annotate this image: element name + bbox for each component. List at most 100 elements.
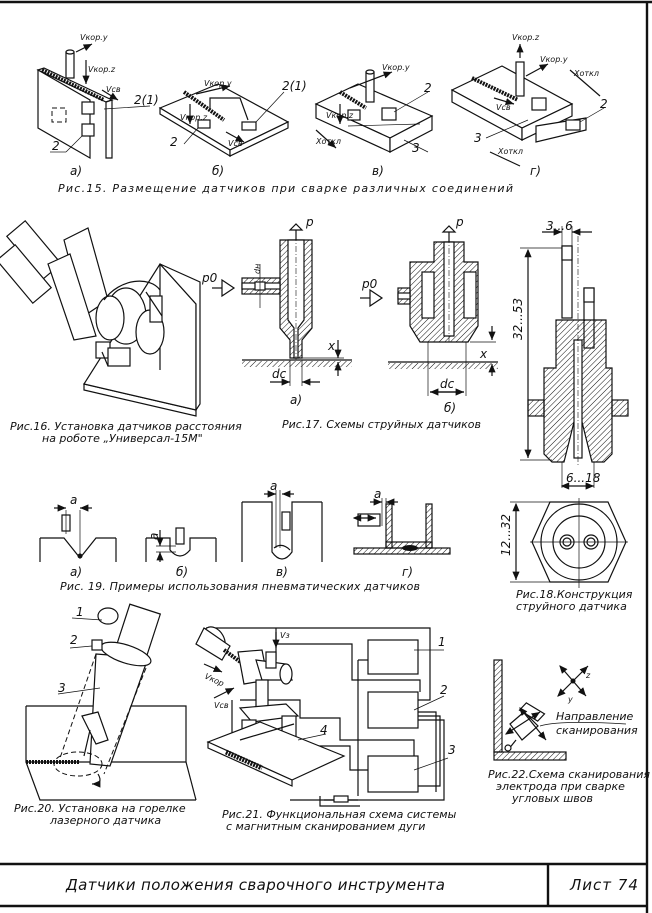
fig17b-dc: dc	[440, 377, 455, 391]
fig15a-drawing	[36, 43, 151, 160]
fig22-axis-z: z	[585, 671, 591, 680]
fig20-caption-line1: Рис.20. Установка на горелке	[14, 802, 186, 815]
fig21-vz: Vз	[280, 631, 290, 640]
fig15a-callout-2-1: 2(1)	[134, 93, 159, 107]
fig15a-vkory: Vкор.y	[80, 33, 108, 42]
fig21-callout-1: 1	[438, 635, 446, 649]
sheet-title: Датчики положения сварочного инструмента	[65, 876, 446, 894]
fig16-caption-line2: на роботе „Универсал-15М"	[42, 432, 203, 445]
fig15d-xotkl-top: Xоткл	[573, 69, 599, 78]
fig19a-dim: a	[70, 493, 77, 507]
fig15c-xotkl: Xоткл	[315, 137, 341, 146]
fig17a-p: p	[305, 215, 314, 229]
fig17b-label: б)	[444, 401, 456, 415]
fig15a-vsv: Vсв	[106, 85, 121, 94]
fig20-torch-drawing	[25, 603, 197, 801]
fig18: 3...6 32...53 6...18 12...32 Рис.18.Конс…	[499, 219, 633, 613]
fig20-callout-1: 1	[76, 605, 84, 619]
fig18-dim-hex: 12...32	[499, 514, 513, 556]
fig15c-label: в)	[372, 164, 384, 178]
fig16-caption-line1: Рис.16. Установка датчиков расстояния	[10, 420, 242, 433]
fig21-vkor: Vкор	[203, 672, 225, 689]
fig15c-vkory: Vкор.y	[382, 63, 410, 72]
fig22-scheme-drawing	[493, 659, 627, 761]
fig15a-callout-2: 2	[52, 139, 60, 153]
fig21-vsv: Vсв	[214, 701, 229, 710]
fig15b-label: б)	[212, 164, 224, 178]
fig15d-vsv: Vсв	[496, 103, 511, 112]
fig15d-label: г)	[530, 164, 541, 178]
fig18-section-drawing	[520, 226, 629, 490]
fig15d-vkorz: Vкор.z	[512, 33, 540, 42]
fig21: Vз Vкор Vсв 1 2 3 4 Рис.21. Функциональн…	[195, 626, 457, 833]
fig22-annotation-line2: сканирования	[556, 724, 638, 737]
fig19c-label: в)	[276, 565, 288, 579]
fig15a-vkorz: Vкор.z	[88, 65, 116, 74]
fig20-callout-3: 3	[58, 681, 66, 695]
fig17a-p0: p0	[201, 271, 218, 285]
fig15c-callout-3: 3	[412, 141, 420, 155]
fig15b-drawing	[158, 83, 290, 158]
fig22-axis-y: y	[567, 695, 573, 704]
fig21-block-1	[367, 639, 419, 675]
fig17b-p: p	[455, 215, 464, 229]
fig20-callout-2: 2	[70, 633, 78, 647]
fig15d-callout-2: 2	[600, 97, 608, 111]
fig16: Рис.16. Установка датчиков расстояния на…	[0, 219, 242, 445]
fig19d-dim: a	[374, 487, 381, 501]
fig19c-drawing	[241, 490, 323, 562]
fig15d-xotkl-bottom: Xоткл	[497, 147, 523, 156]
fig17b-x: x	[479, 347, 488, 361]
fig17a-dn: dн	[253, 264, 262, 274]
fig19b-label: б)	[176, 565, 188, 579]
fig18-caption-line2: струйного датчика	[516, 600, 627, 613]
fig21-callout-4: 4	[320, 723, 328, 737]
fig21-block-2	[367, 691, 419, 729]
fig22-caption-line2: электрода при сварке	[496, 780, 625, 793]
fig15: Vкор.y Vкор.z Vсв 2(1) 2 а) Vкор.y Vкор.…	[36, 33, 608, 195]
fig17a-drawing	[212, 223, 352, 386]
fig15b-callout-2-1: 2(1)	[282, 79, 307, 93]
sheet-number: Лист 74	[569, 876, 639, 894]
fig15b-vsv: Vсв	[228, 139, 243, 148]
fig15d-vkory: Vкор.y	[540, 55, 568, 64]
fig16-robot-drawing	[0, 219, 201, 417]
fig21-callout-3: 3	[448, 743, 456, 757]
fig17a-dc: dc	[272, 367, 287, 381]
fig19b-dim: a	[147, 533, 161, 540]
fig17a-label: а)	[290, 393, 302, 407]
fig19c-dim: a	[270, 479, 277, 493]
fig22-annotation-line1: Направление	[556, 710, 634, 723]
fig17-caption: Рис.17. Схемы струйных датчиков	[282, 418, 481, 431]
fig21-caption-line2: с магнитным сканированием дуги	[226, 820, 425, 833]
fig18-dim-bottom: 6...18	[566, 471, 601, 485]
fig21-scheme-drawing	[195, 626, 449, 807]
fig19: a а) a б) a в)	[39, 479, 451, 593]
fig17a-x: x	[327, 339, 336, 353]
fig15b-vkory: Vкор.y	[204, 79, 232, 88]
fig21-callout-2: 2	[440, 683, 448, 697]
fig22-caption-line3: угловых швов	[511, 792, 593, 805]
fig15c-vkorz: Vкор.z	[326, 111, 354, 120]
fig21-block-3	[367, 755, 419, 793]
fig17b-p0: p0	[361, 277, 378, 291]
fig18-dim-top: 3...6	[546, 219, 573, 233]
fig15b-vkorz: Vкор.z	[180, 113, 208, 122]
fig15d-drawing	[450, 44, 605, 167]
fig21-caption-line1: Рис.21. Функциональная схема системы	[222, 808, 457, 821]
fig19-caption: Рис. 19. Примеры использования пневматич…	[60, 580, 420, 593]
fig19b-drawing	[145, 527, 217, 562]
fig19a-drawing	[39, 504, 117, 562]
fig15c-drawing	[314, 69, 434, 153]
fig15a-label: а)	[70, 164, 82, 178]
fig15-caption: Рис.15. Размещение датчиков при сварке р…	[58, 182, 513, 195]
fig18-hex-view	[510, 498, 628, 588]
fig22-caption-line1: Рис.22.Схема сканирования	[488, 768, 650, 781]
fig19d-label: г)	[402, 565, 413, 579]
fig20: 1 2 3 Рис.20. Установка на горелке лазер…	[14, 603, 197, 827]
fig17b-drawing	[360, 225, 498, 396]
fig18-dim-height: 32...53	[511, 298, 525, 340]
